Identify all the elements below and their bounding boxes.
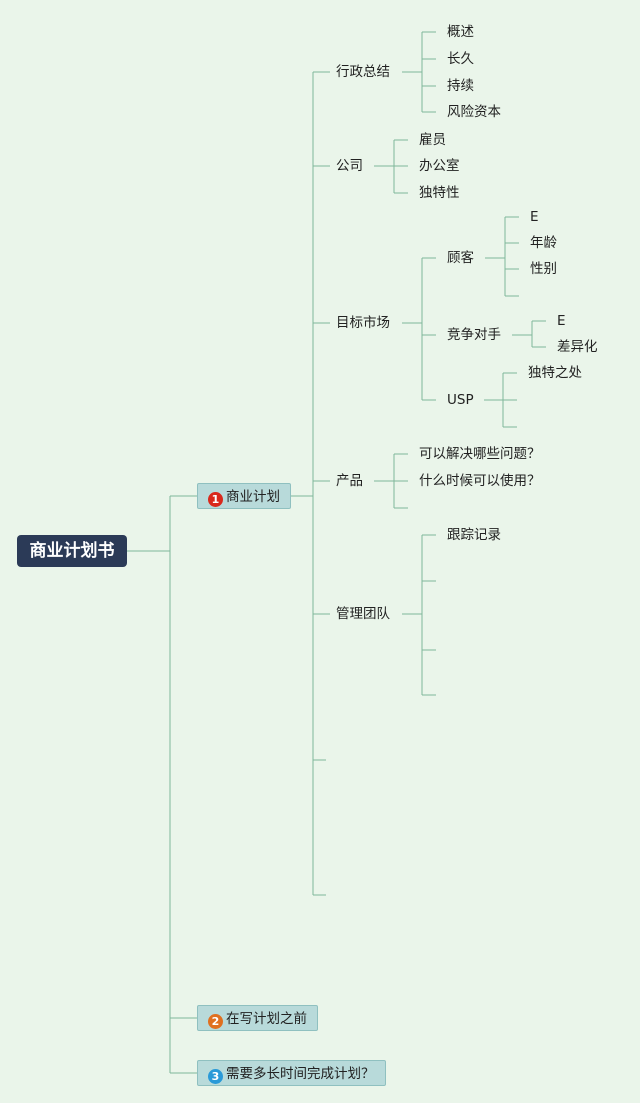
- subtopic[interactable]: 持续: [447, 78, 474, 94]
- connector-root: [127, 496, 171, 1073]
- main-topic-label: 在写计划之前: [226, 1011, 307, 1027]
- leaf-topic[interactable]: 独特之处: [528, 365, 582, 381]
- subtopic[interactable]: 办公室: [419, 158, 460, 174]
- number-badge-icon: 3: [208, 1069, 223, 1084]
- leaf-topic[interactable]: E: [557, 313, 566, 329]
- topic-target-market[interactable]: 目标市场: [336, 315, 390, 331]
- topic-executive-summary[interactable]: 行政总结: [336, 64, 390, 80]
- leaf-topic[interactable]: 差异化: [557, 339, 598, 355]
- topic-management-team[interactable]: 管理团队: [336, 606, 390, 622]
- leaf-topic[interactable]: 年龄: [530, 235, 557, 251]
- subtopic-competitors[interactable]: 竞争对手: [447, 327, 501, 343]
- topic-company[interactable]: 公司: [336, 158, 363, 174]
- subtopic[interactable]: 跟踪记录: [447, 527, 501, 543]
- main-topic-label: 商业计划: [226, 489, 280, 505]
- leaf-topic[interactable]: E: [530, 209, 539, 225]
- subtopic[interactable]: 风险资本: [447, 104, 501, 120]
- main-topic-label: 需要多长时间完成计划？: [226, 1066, 375, 1082]
- subtopic[interactable]: 长久: [447, 51, 474, 67]
- subtopic[interactable]: 雇员: [419, 132, 446, 148]
- subtopic[interactable]: 独特性: [419, 185, 460, 201]
- subtopic-customers[interactable]: 顾客: [447, 250, 474, 266]
- topic-product[interactable]: 产品: [336, 473, 363, 489]
- subtopic[interactable]: 概述: [447, 24, 474, 40]
- number-badge-icon: 2: [208, 1014, 223, 1029]
- connector-business-plan: [291, 72, 314, 895]
- subtopic[interactable]: 可以解决哪些问题？: [419, 446, 541, 462]
- subtopic-usp[interactable]: USP: [447, 392, 474, 408]
- leaf-topic[interactable]: 性别: [530, 261, 557, 277]
- subtopic[interactable]: 什么时候可以使用？: [419, 473, 541, 489]
- root-topic[interactable]: 商业计划书: [17, 535, 127, 567]
- number-badge-icon: 1: [208, 492, 223, 507]
